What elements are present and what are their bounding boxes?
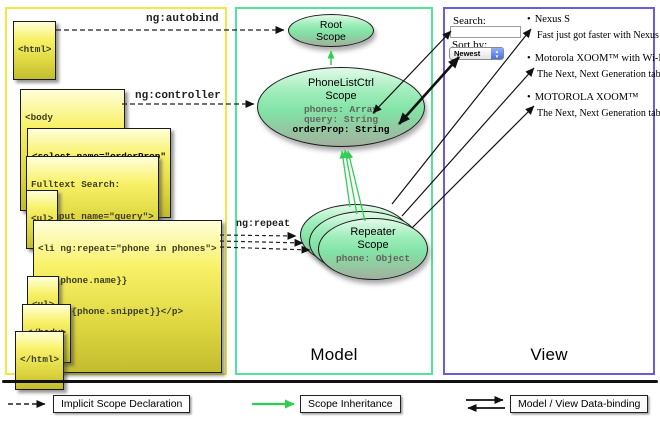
phone-item-title: Nexus S: [534, 14, 570, 25]
code-line: {{phone.name}}: [38, 274, 128, 286]
root-scope-title: Scope: [316, 31, 346, 43]
code-line: <ul>: [31, 213, 54, 224]
ng-repeat-label: ng:repeat: [236, 219, 291, 230]
legend-scope-inheritance: Scope Inheritance: [300, 395, 401, 413]
legend-separator-line: [2, 380, 658, 383]
search-input[interactable]: [450, 26, 521, 38]
repeater-scope-ellipse: Repeater Scope phone: Object: [318, 218, 428, 280]
phone-item-desc: The Next, Next Generation tablet.: [537, 69, 660, 80]
phonelist-scope-title: Scope: [325, 90, 357, 102]
model-section: Model: [235, 7, 433, 375]
repeater-prop-phone: phone: Object: [335, 253, 411, 264]
phonelist-scope-title: PhoneListCtrl: [307, 77, 375, 89]
ng-autobind-label: ng:autobind: [146, 13, 219, 25]
phone-item-title: MOTOROLA XOOM™: [534, 92, 639, 103]
phonelist-prop-phones: phones: Array: [303, 104, 379, 115]
phonelist-prop-orderprop: orderProp: String: [292, 124, 390, 135]
code-line: <input name="query">: [31, 210, 154, 222]
phone-item-desc: The Next, Next Generation tablet.: [537, 108, 660, 119]
bullet-icon: •: [527, 14, 531, 25]
view-section-label: View: [530, 345, 568, 364]
bullet-icon: •: [527, 92, 531, 103]
legend-double-arrow: [466, 396, 505, 412]
repeater-scope-title: Scope: [357, 238, 389, 251]
dropdown-stepper-icon: ▲▼: [491, 48, 503, 59]
root-scope-ellipse: Root Scope: [288, 14, 374, 47]
legend-model-view-data-binding: Model / View Data-binding: [510, 395, 649, 413]
code-line: </html>: [20, 354, 60, 365]
code-line: <body: [25, 112, 53, 123]
phone-item-desc: Fast just got faster with Nexus S.: [537, 30, 660, 41]
legend-implicit-scope-declaration: Implicit Scope Declaration: [53, 395, 191, 413]
root-scope-title: Root: [319, 19, 343, 31]
repeater-scope-title: Repeater: [350, 226, 396, 238]
sort-dropdown[interactable]: Newest ▲▼: [449, 47, 504, 60]
sort-dropdown-value: Newest: [454, 49, 481, 58]
phone-list-item: •MOTOROLA XOOM™ The Next, Next Generatio…: [527, 92, 660, 119]
phone-item-title: Motorola XOOM™ with Wi-Fi: [534, 53, 660, 64]
phone-list-item: •Motorola XOOM™ with Wi-Fi The Next, Nex…: [527, 53, 660, 80]
code-line: <li ng:repeat="phone in phones">: [38, 243, 217, 254]
ng-controller-label: ng:controller: [135, 90, 221, 102]
code-box-html-close: </html>: [15, 331, 65, 390]
search-label: Search:: [453, 15, 486, 27]
code-box-html-open: <html>: [13, 21, 57, 80]
code-line: <html>: [18, 44, 52, 55]
model-section-label: Model: [310, 345, 358, 364]
code-line: Fulltext Search:: [31, 179, 121, 190]
code-line: <p>{{phone.snippet}}</p>: [38, 306, 184, 317]
phonelist-prop-query: query: String: [303, 114, 379, 125]
phonelistctrl-scope-ellipse: PhoneListCtrl Scope phones: Array query:…: [257, 67, 425, 147]
phone-list-item: •Nexus S Fast just got faster with Nexus…: [527, 14, 660, 41]
bullet-icon: •: [527, 53, 531, 64]
